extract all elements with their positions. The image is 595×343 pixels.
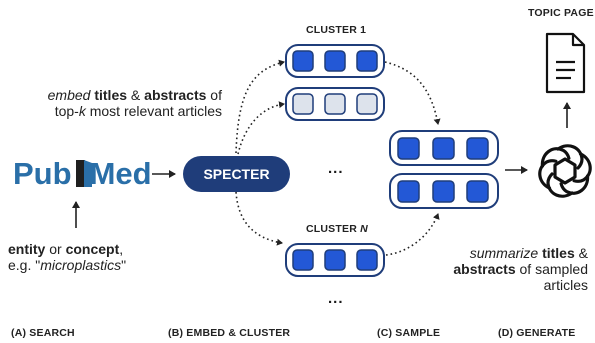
dotted-arrow-specter-to-cluster2 (237, 101, 285, 155)
summarize-line-1: summarize titles & (420, 245, 588, 261)
embedding-square (466, 180, 489, 203)
abstracts-word: abstracts (144, 87, 207, 103)
embed-description: embed titles & abstracts of top-k most r… (17, 87, 222, 119)
embedding-square (397, 180, 420, 203)
sampled-row-2 (389, 173, 499, 209)
cluster-1 (285, 44, 385, 78)
quote-close: " (121, 257, 127, 273)
amp: & (130, 87, 145, 103)
embedding-square (324, 50, 346, 72)
eg-prefix: e.g. " (8, 257, 41, 273)
specter-model: SPECTER (183, 156, 290, 192)
specter-label: SPECTER (203, 166, 269, 182)
embedding-square (356, 50, 378, 72)
embedding-square (292, 93, 314, 115)
pubmed-logo-pub: Pub (13, 156, 72, 191)
stage-d-generate: (D) GENERATE (498, 327, 576, 339)
of-sampled: of sampled (515, 261, 589, 277)
cluster-1-text: CLUSTER 1 (306, 24, 367, 36)
cluster-n-var: N (360, 223, 368, 235)
top-word: top- (54, 103, 79, 119)
entity-word: entity (8, 241, 46, 257)
embedding-square (356, 93, 378, 115)
embedding-square (397, 137, 420, 160)
openai-logo-icon (538, 144, 592, 198)
pubmed-logo-med: Med (89, 156, 152, 191)
embedding-square (292, 50, 314, 72)
embedding-square (292, 249, 314, 271)
comma: , (119, 241, 124, 257)
summarize-line-2: abstracts of sampled (420, 261, 588, 277)
k-var: k (78, 103, 86, 119)
pubmed-logo: Pub Med (13, 156, 152, 192)
amp: & (574, 245, 588, 261)
embedding-square (432, 180, 455, 203)
summarize-line-3: articles (543, 277, 588, 293)
entity-line-1: entity or concept, (8, 241, 126, 257)
cluster-n-prefix: CLUSTER (306, 223, 361, 235)
abstracts-word: abstracts (453, 261, 516, 277)
stage-a-search: (A) SEARCH (11, 327, 75, 339)
titles-word: titles (538, 245, 575, 261)
sampled-row-1 (389, 130, 499, 166)
stage-c-sample: (C) SAMPLE (377, 327, 441, 339)
titles-word: titles (90, 87, 131, 103)
topic-page-label: TOPIC PAGE (528, 7, 594, 19)
concept-word: concept (65, 241, 120, 257)
cluster-2-unsampled (285, 87, 385, 121)
embedding-square (356, 249, 378, 271)
entity-line-2: e.g. "microplastics" (8, 257, 126, 273)
summarize-word: summarize (469, 245, 539, 261)
pubmed-book-mark (76, 160, 92, 187)
embedding-square (466, 137, 489, 160)
middle-ellipsis: ... (328, 160, 344, 177)
cluster-n-label: CLUSTER N (306, 223, 368, 235)
embedding-square (324, 93, 346, 115)
document-icon (545, 32, 586, 94)
dotted-arrow-specter-to-cluster1 (235, 59, 285, 154)
embed-word: embed (47, 87, 91, 103)
of-word: of (206, 87, 222, 103)
cluster-1-label: CLUSTER 1 (306, 24, 366, 36)
dotted-arrow-cluster1-to-sample (384, 61, 441, 125)
stage-b-embed-cluster: (B) EMBED & CLUSTER (168, 327, 291, 339)
cluster-n (285, 243, 385, 277)
embed-line-2: top-k most relevant articles (17, 103, 222, 119)
embedding-square (432, 137, 455, 160)
entity-description: entity or concept, e.g. "microplastics" (8, 241, 126, 273)
bottom-ellipsis: ... (328, 290, 344, 307)
embedding-square (324, 249, 346, 271)
microplastics-example: microplastics (40, 257, 122, 273)
relevant-articles: most relevant articles (85, 103, 222, 119)
embed-line-1: embed titles & abstracts of (17, 87, 222, 103)
or-word: or (45, 241, 66, 257)
dotted-arrow-specter-to-clusterN (235, 191, 283, 246)
summarize-description: summarize titles & abstracts of sampled … (420, 245, 588, 293)
